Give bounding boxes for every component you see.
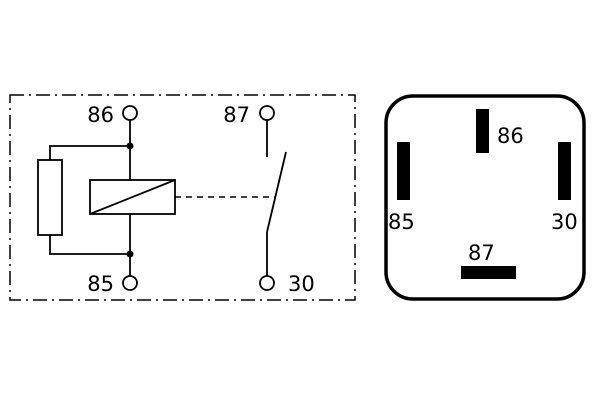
coil-diagonal xyxy=(89,179,176,215)
terminal-87-circle xyxy=(259,105,275,121)
wire-resistor-bottom xyxy=(49,235,130,255)
pin-85 xyxy=(397,142,410,200)
pin-87-label: 87 xyxy=(468,241,495,265)
pin-30 xyxy=(558,142,571,200)
terminal-86-circle xyxy=(122,105,138,121)
pinout: 86 85 30 87 xyxy=(384,94,586,301)
resistor-symbol xyxy=(37,159,63,236)
terminal-85-circle xyxy=(122,275,138,291)
terminal-30-label: 30 xyxy=(288,272,315,296)
terminal-86-label: 86 xyxy=(87,103,114,127)
terminal-85-label: 85 xyxy=(87,272,114,296)
wire-resistor-top xyxy=(49,145,130,160)
pin-86-label: 86 xyxy=(497,124,524,148)
schematic-boundary xyxy=(9,94,356,301)
pin-86 xyxy=(476,109,489,153)
terminal-30-circle xyxy=(259,275,275,291)
pin-85-label: 85 xyxy=(388,210,415,234)
schematic: 86 85 87 xyxy=(9,94,356,301)
pin-87 xyxy=(461,266,516,279)
pin-30-label: 30 xyxy=(551,210,578,234)
switch-blade xyxy=(266,151,287,233)
relay-body-outline xyxy=(384,94,586,301)
terminal-87-label: 87 xyxy=(223,103,250,127)
